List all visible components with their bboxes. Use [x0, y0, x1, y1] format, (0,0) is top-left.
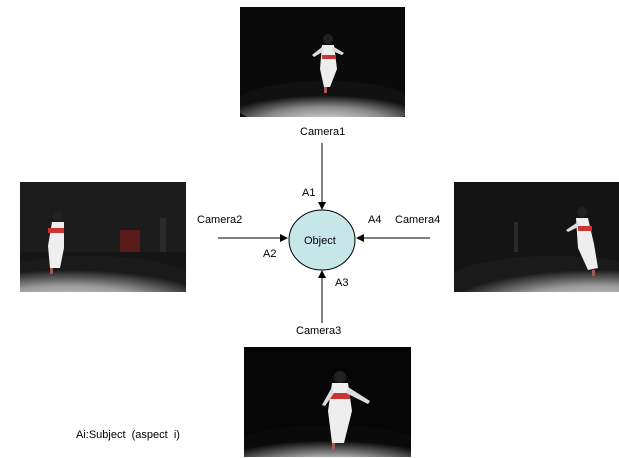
angle-a4-label: A4	[368, 214, 382, 226]
camera3-label: Camera3	[296, 325, 342, 337]
camera2-photo-image	[20, 182, 186, 292]
camera1-photo-image	[240, 7, 405, 117]
legend-text: Ai:Subject (aspect i)	[76, 429, 180, 441]
camera2-photo	[20, 182, 186, 292]
camera4-photo	[454, 182, 619, 292]
angle-a1-label: A1	[302, 187, 316, 199]
camera4-label: Camera4	[395, 214, 441, 226]
object-node	[288, 209, 356, 271]
camera2-label: Camera2	[197, 214, 243, 226]
angle-a2-label: A2	[263, 248, 277, 260]
camera1-label: Camera1	[300, 126, 346, 138]
object-label: Object	[304, 235, 336, 247]
camera1-photo	[240, 7, 405, 117]
camera3-photo-image	[244, 347, 411, 457]
angle-a3-label: A3	[335, 277, 349, 289]
camera4-photo-image	[454, 182, 619, 292]
camera3-photo	[244, 347, 411, 457]
